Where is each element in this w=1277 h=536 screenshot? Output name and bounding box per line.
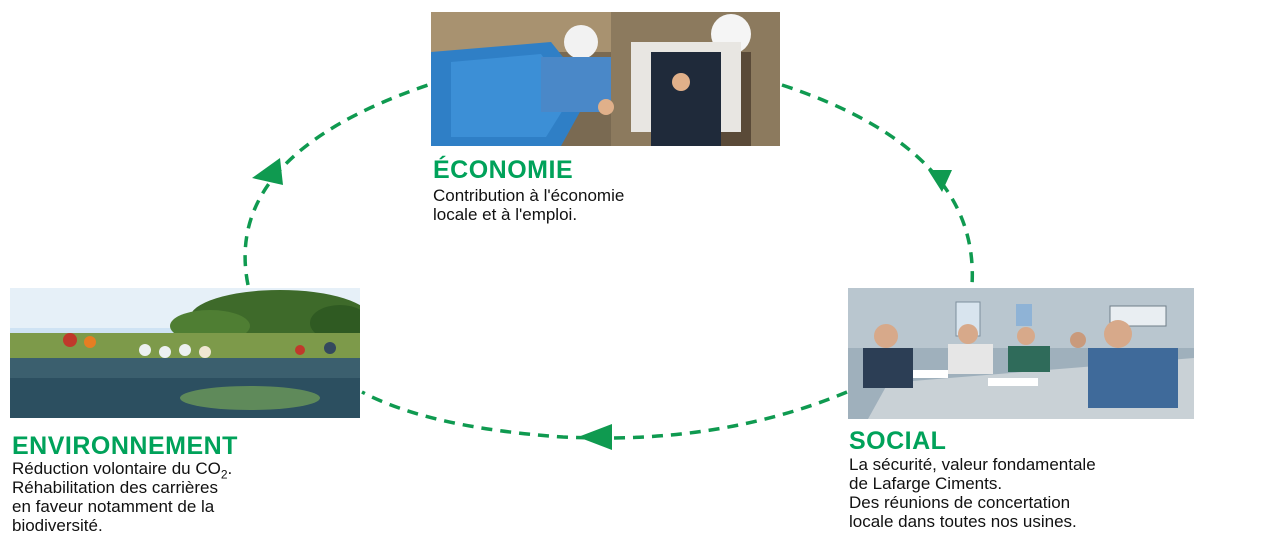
environnement-line-2: Réhabilitation des carrières	[12, 478, 218, 497]
environnement-line-3: en faveur notamment de la	[12, 497, 215, 516]
social-line-1: La sécurité, valeur fondamentale	[849, 455, 1096, 474]
arrow-head-right	[928, 170, 952, 192]
social-description: La sécurité, valeur fondamentale de Lafa…	[849, 455, 1096, 531]
economie-title: ÉCONOMIE	[433, 156, 574, 184]
social-line-4: locale dans toutes nos usines.	[849, 512, 1077, 531]
economie-photo	[431, 12, 780, 146]
co2-prefix: Réduction volontaire du CO	[12, 459, 221, 478]
environnement-description: Réduction volontaire du CO2. Réhabilitat…	[12, 459, 232, 535]
social-line-2: de Lafarge Ciments.	[849, 474, 1003, 493]
environnement-photo	[10, 288, 360, 418]
economie-line-1: Contribution à l'économie	[433, 186, 625, 205]
environnement-line-4: biodiversité.	[12, 516, 103, 535]
environnement-title: ENVIRONNEMENT	[12, 432, 238, 460]
social-line-3: Des réunions de concertation	[849, 493, 1071, 512]
economie-description: Contribution à l'économie locale et à l'…	[433, 186, 624, 224]
co2-subscript: 2	[220, 467, 228, 482]
economie-line-2: locale et à l'emploi.	[433, 205, 578, 224]
connector-social-environnement	[361, 390, 848, 440]
social-photo	[848, 288, 1194, 419]
connector-environnement-economie	[243, 83, 429, 286]
environnement-line-1: Réduction volontaire du CO2.	[12, 459, 233, 482]
arrow-head-left	[252, 158, 283, 185]
co2-suffix: .	[227, 459, 233, 478]
arrow-head-bottom	[578, 424, 612, 450]
social-title: SOCIAL	[849, 427, 947, 455]
